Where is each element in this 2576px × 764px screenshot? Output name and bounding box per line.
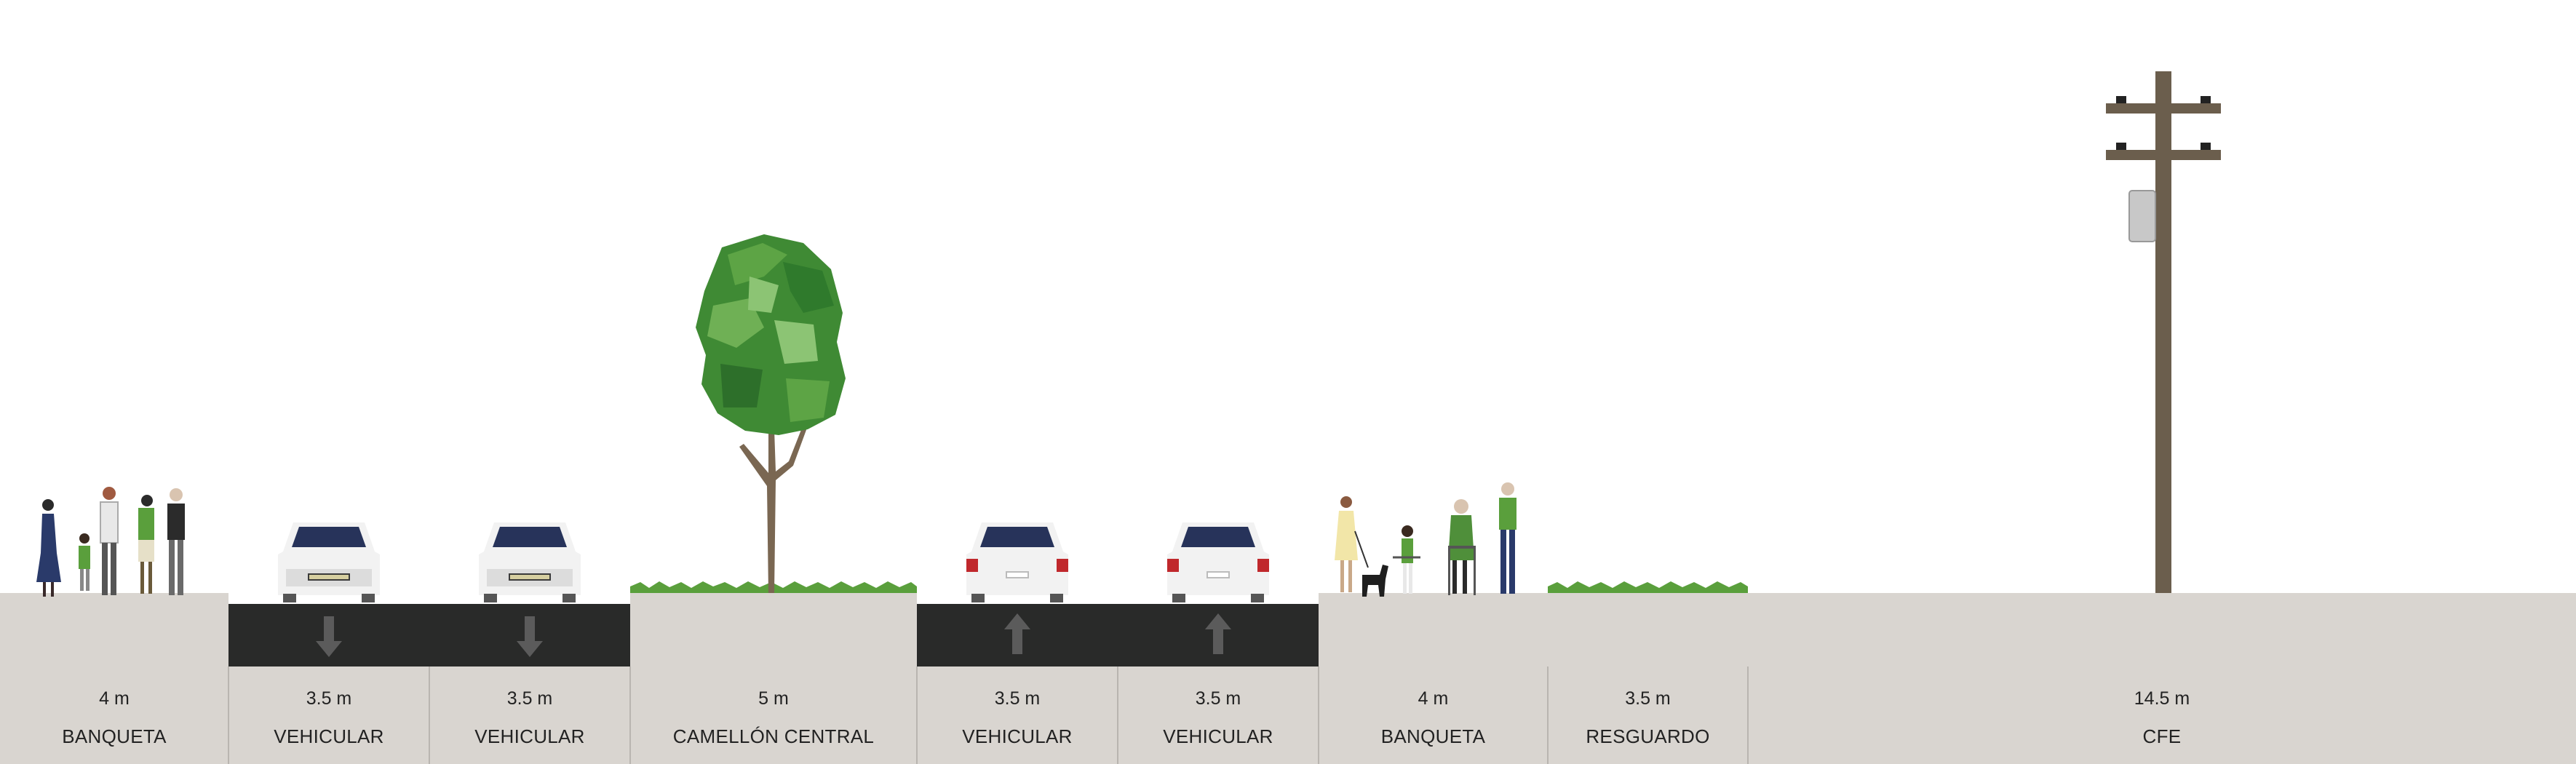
pedestrian-icon <box>36 499 61 597</box>
car-front-icon <box>479 522 581 602</box>
segment-name: VEHICULAR <box>962 725 1073 747</box>
segment-width: 3.5 m <box>306 688 352 709</box>
segment-width: 4 m <box>1418 688 1449 709</box>
median-ground <box>630 593 917 764</box>
pedestrian-icon <box>1393 525 1420 594</box>
segment-label: 4 m BANQUETA <box>1319 668 1548 764</box>
segment-width: 3.5 m <box>506 688 553 709</box>
pedestrian-icon <box>138 495 154 594</box>
pedestrian-icon <box>1499 482 1516 594</box>
road-lanes-right <box>917 604 1319 666</box>
segment-width: 3.5 m <box>1625 688 1671 709</box>
segment-label: 3.5 m VEHICULAR <box>228 668 429 764</box>
road-lanes-left <box>228 604 630 666</box>
segment-label: 3.5 m VEHICULAR <box>429 668 630 764</box>
sidewalk-left <box>0 593 228 764</box>
segment-width: 5 m <box>758 688 789 709</box>
segment-name: BANQUETA <box>62 725 167 747</box>
segment-name: VEHICULAR <box>474 725 585 747</box>
segment-dividers <box>228 666 1749 764</box>
utility-pole-icon <box>2106 71 2221 593</box>
segment-name: CFE <box>2142 725 2182 747</box>
segment-name: BANQUETA <box>1380 725 1486 747</box>
walker-icon <box>1448 499 1476 595</box>
segment-width: 3.5 m <box>1195 688 1241 709</box>
segment-name: VEHICULAR <box>274 725 384 747</box>
segment-name: CAMELLÓN CENTRAL <box>672 725 875 747</box>
segment-label: 5 m CAMELLÓN CENTRAL <box>630 668 917 764</box>
segment-label: 3.5 m RESGUARDO <box>1548 668 1748 764</box>
segment-label: 3.5 m VEHICULAR <box>1118 668 1319 764</box>
pedestrian-icon <box>167 488 185 595</box>
car-front-icon <box>278 522 380 602</box>
pedestrian-icon <box>1335 496 1369 592</box>
segment-width: 4 m <box>99 688 130 709</box>
car-rear-icon <box>966 522 1069 603</box>
segment-label: 3.5 m VEHICULAR <box>917 668 1118 764</box>
dog-icon <box>1362 565 1388 597</box>
pedestrian-icon <box>79 533 90 591</box>
segment-width: 14.5 m <box>2134 688 2190 709</box>
segment-name: VEHICULAR <box>1163 725 1273 747</box>
sidewalk-right <box>1319 593 2576 764</box>
tree-icon <box>696 234 846 593</box>
pedestrian-icon <box>100 487 119 595</box>
transformer-icon <box>2128 190 2156 242</box>
segment-label: 4 m BANQUETA <box>0 668 228 764</box>
segment-width: 3.5 m <box>994 688 1041 709</box>
car-rear-icon <box>1166 522 1270 603</box>
segment-label: 14.5 m CFE <box>1748 668 2576 764</box>
segment-name: RESGUARDO <box>1586 725 1710 747</box>
